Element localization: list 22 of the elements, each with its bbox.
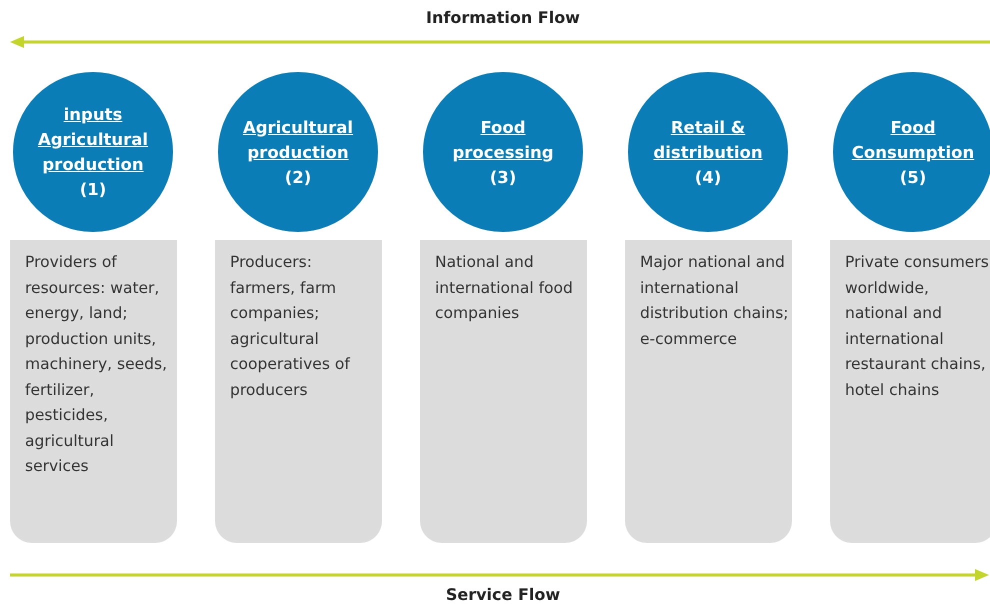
description-text: Private consumers worldwide, national and international restaurant chains, hotel chains [845, 252, 990, 400]
step-title: Food Consumption [850, 116, 976, 164]
step-number: (5) [900, 166, 926, 188]
step-number: (1) [80, 179, 106, 201]
step-title: Retail & distribution [652, 116, 764, 164]
step-number: (4) [694, 166, 722, 188]
step-number: (3) [490, 166, 516, 188]
step-title: inputs Agricultural production [36, 104, 150, 176]
description-text: Producers: farmers, farm companies; agricultural cooperatives of producers [230, 252, 352, 400]
step-title: Agricultural production [242, 116, 354, 164]
description-text: Major national and international distribution chains; e-commerce [640, 252, 790, 350]
column-card [420, 240, 587, 543]
column-card [625, 240, 792, 543]
description-text: National and international food companies [435, 252, 574, 324]
step-number: (2) [284, 166, 312, 188]
description-text: Providers of resources: water, energy, land; production units, machinery, seeds, fertilizer, pesticides, agricultural services [25, 252, 168, 477]
column-card [830, 240, 990, 543]
step-title: Food processing [451, 116, 555, 164]
flow-label: Information Flow [426, 8, 580, 27]
column-card [215, 240, 382, 543]
flow-label: Service Flow [446, 585, 560, 604]
column-card [10, 240, 177, 543]
